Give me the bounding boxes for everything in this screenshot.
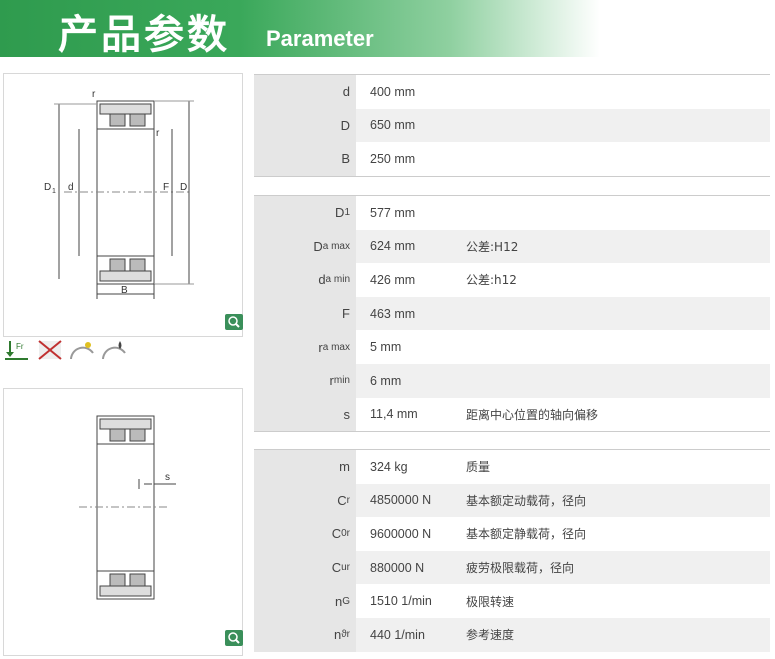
no-axial-load-icon (36, 337, 64, 363)
drawing-label-r-inner: r (156, 128, 160, 139)
param-symbol: m (339, 459, 350, 475)
param-note: 基本额定动载荷，径向 (466, 493, 587, 508)
param-table-basic: d 400 mm D 650 mm B 250 mm (254, 74, 770, 177)
param-value: 4850000 N (370, 493, 432, 508)
param-value: 5 mm (370, 340, 402, 355)
offset-drawing-panel: s (3, 388, 243, 656)
param-value: 426 mm (370, 272, 416, 287)
param-note: 基本额定静载荷，径向 (466, 527, 587, 542)
param-row: D 650 mm (254, 108, 770, 143)
param-row: d 400 mm (254, 75, 770, 109)
param-symbol-sub: min (333, 375, 350, 387)
param-symbol-sub: G (342, 595, 350, 607)
param-value: 1510 1/min (370, 594, 432, 609)
param-symbol: d (318, 272, 326, 288)
param-value: 463 mm (370, 306, 416, 321)
drawing-label-r-top: r (92, 89, 96, 100)
param-value: 324 kg (370, 459, 408, 474)
page-title-cn: 产品参数 (58, 12, 230, 58)
drawing-label-d: d (68, 182, 74, 193)
radial-load-icon: Fr (4, 337, 32, 363)
param-symbol-sub: ur (341, 562, 350, 574)
param-value: 250 mm (370, 151, 416, 166)
param-symbol: D (335, 205, 345, 221)
param-note: 质量 (466, 460, 491, 475)
header-banner: 产品参数 Parameter (0, 0, 600, 58)
drawing-label-F: F (163, 182, 169, 193)
zoom-icon[interactable] (225, 314, 243, 330)
param-row: s 11,4 mm 距离中心位置的轴向偏移 (254, 397, 770, 432)
drawing-label-s: s (165, 472, 170, 483)
param-note: 公差:h12 (466, 273, 517, 288)
param-symbol: C (337, 492, 347, 508)
page-title-en: Parameter (266, 26, 374, 51)
param-value: 11,4 mm (370, 407, 418, 422)
drawing-label-D: D (180, 182, 187, 193)
drawing-label-D1: D (44, 182, 51, 193)
param-note: 疲劳极限载荷，径向 (466, 561, 575, 576)
param-row: F 463 mm (254, 296, 770, 331)
param-symbol: D (340, 117, 350, 133)
param-symbol-sub: 1 (344, 207, 350, 219)
param-symbol: B (341, 151, 350, 167)
param-symbol-sub: 0r (341, 528, 350, 540)
param-value: 624 mm (370, 239, 416, 254)
param-note: 极限转速 (466, 594, 515, 609)
param-symbol-sub: a min (325, 274, 350, 286)
param-symbol-sub: a max (322, 240, 350, 252)
param-symbol: C (331, 560, 342, 576)
drawing-label-B: B (121, 285, 128, 296)
param-value: 577 mm (370, 205, 416, 220)
svg-text:Fr: Fr (16, 342, 24, 351)
zoom-icon-2[interactable] (225, 630, 243, 646)
param-symbol: r (318, 339, 323, 355)
param-value: 400 mm (370, 84, 416, 99)
bearing-offset-drawing: s (79, 415, 176, 600)
param-note: 公差:H12 (466, 239, 519, 254)
param-symbol: n (334, 593, 343, 609)
param-value: 440 1/min (370, 627, 425, 642)
param-symbol: r (329, 373, 334, 389)
param-note: 参考速度 (466, 628, 515, 643)
param-symbol-sub: a max (322, 341, 350, 353)
param-value: 650 mm (370, 118, 416, 133)
property-icons: Fr (4, 337, 128, 363)
param-symbol: D (313, 238, 323, 254)
param-symbol-sub: r (346, 494, 350, 506)
param-symbol: C (331, 526, 342, 542)
lubrication-icon (100, 337, 128, 363)
param-note: 距离中心位置的轴向偏移 (466, 407, 599, 422)
param-value: 880000 N (370, 560, 425, 575)
param-value: 6 mm (370, 373, 402, 388)
param-symbol: F (342, 306, 350, 322)
bearing-dimension-drawing: r r D 1 d F D B (44, 89, 194, 299)
drawing-label-D1-sub: 1 (52, 188, 56, 195)
speed-icon (68, 337, 96, 363)
param-row: B 250 mm (254, 142, 770, 176)
param-value: 9600000 N (370, 526, 432, 541)
param-symbol: n (333, 627, 342, 643)
param-symbol: d (342, 84, 350, 100)
dimension-drawing-panel: r r D 1 d F D B (3, 73, 243, 337)
param-symbol-sub: ϑr (341, 629, 350, 641)
param-row: m 324 kg 质量 (254, 450, 770, 484)
param-symbol: s (343, 406, 351, 422)
